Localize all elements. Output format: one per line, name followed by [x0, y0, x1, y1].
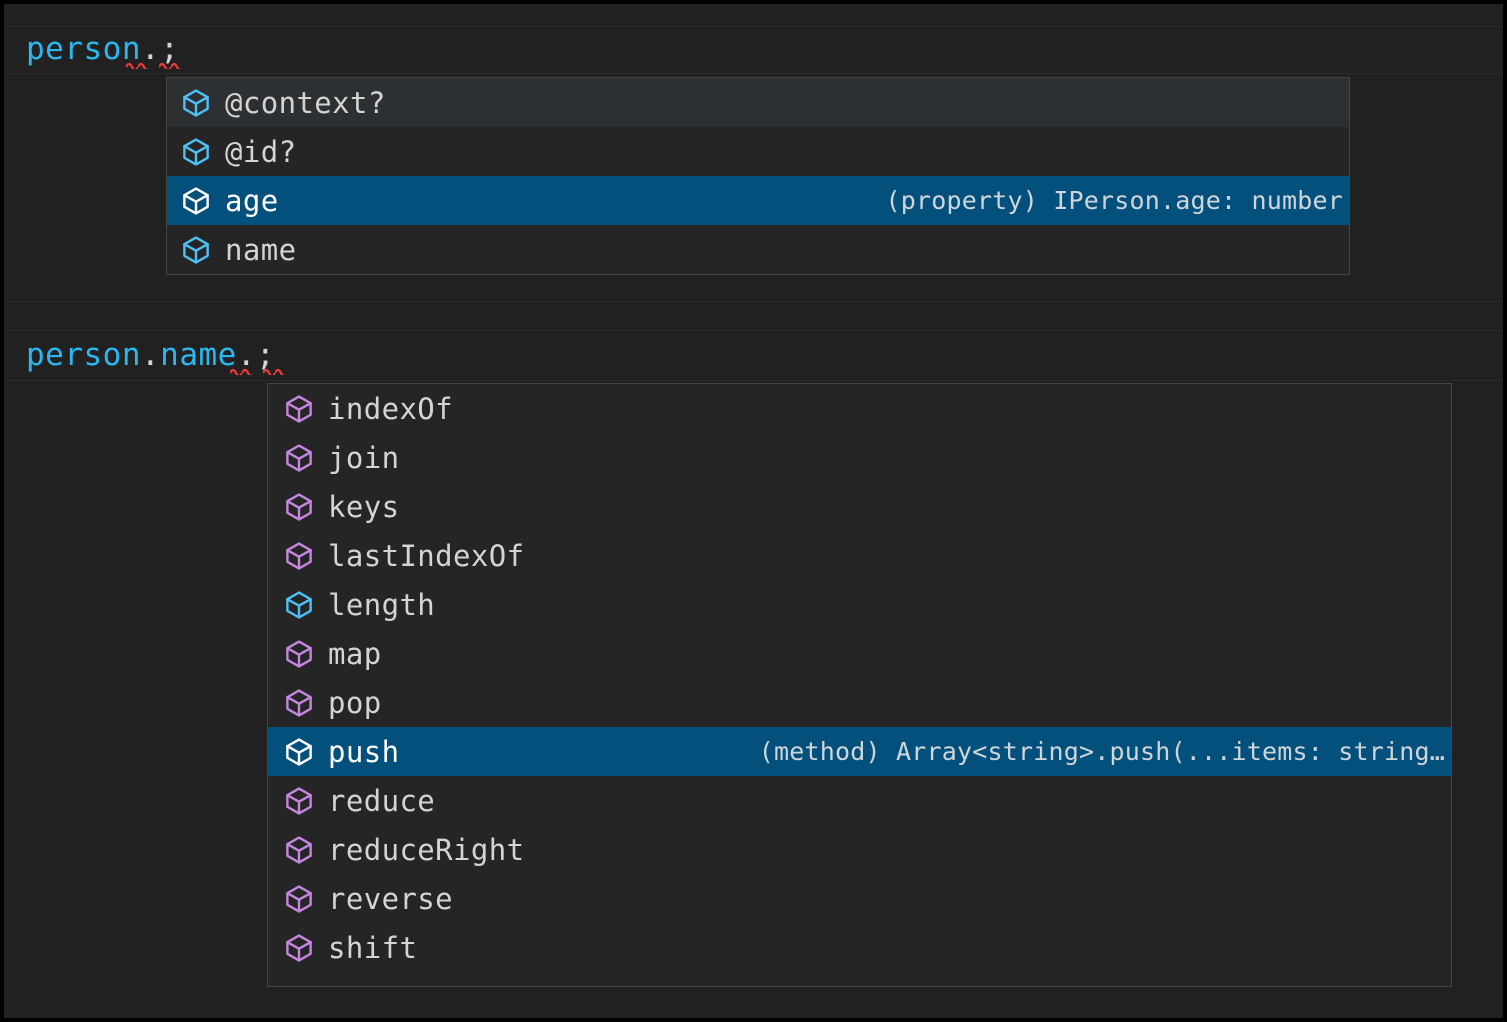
- suggest-item-reverse[interactable]: reverse: [268, 874, 1451, 923]
- editor-divider: [4, 73, 1503, 74]
- suggest-item-id[interactable]: @id?: [167, 127, 1349, 176]
- cube-icon: [286, 394, 312, 423]
- code-token-identifier: person: [26, 337, 141, 373]
- cube-icon: [286, 443, 312, 472]
- editor-divider: [4, 301, 1503, 302]
- suggest-item-label: reverse: [328, 881, 454, 916]
- suggest-item-label: @context?: [225, 85, 386, 120]
- suggest-item-shift[interactable]: shift: [268, 923, 1451, 972]
- suggest-item-detail: (property) IPerson.age: number: [885, 185, 1343, 215]
- suggest-item-indexof[interactable]: indexOf: [268, 384, 1451, 433]
- editor-divider: [4, 380, 1503, 381]
- suggest-item-reduce[interactable]: reduce: [268, 776, 1451, 825]
- suggest-item-label: indexOf: [328, 391, 454, 426]
- suggest-item-pop[interactable]: pop: [268, 678, 1451, 727]
- cube-icon: [286, 590, 312, 619]
- cube-icon: [286, 639, 312, 668]
- cube-icon: [286, 884, 312, 913]
- code-token-punctuation: .;: [236, 337, 276, 373]
- cube-icon: [286, 541, 312, 570]
- suggest-widget-person-name[interactable]: indexOf join keys lastIndexOf length map pop pu…: [267, 383, 1452, 987]
- cube-icon: [183, 186, 209, 215]
- suggest-item-label: length: [328, 587, 436, 622]
- suggest-item-label: reduce: [328, 783, 436, 818]
- suggest-item-label: @id?: [225, 134, 297, 169]
- cube-icon: [286, 688, 312, 717]
- suggest-item-label: lastIndexOf: [328, 538, 525, 573]
- cube-icon: [286, 835, 312, 864]
- cube-icon: [183, 137, 209, 166]
- suggest-item-lastindexof[interactable]: lastIndexOf: [268, 531, 1451, 580]
- editor-divider: [4, 26, 1503, 27]
- code-line-person[interactable]: person.;: [26, 32, 179, 66]
- suggest-item-label: keys: [328, 489, 400, 524]
- editor-divider: [4, 330, 1503, 331]
- error-squiggle: [263, 367, 285, 375]
- cube-icon: [183, 235, 209, 264]
- suggest-item-label: reduceRight: [328, 832, 525, 867]
- error-squiggle: [159, 61, 181, 69]
- error-squiggle: [126, 61, 148, 69]
- suggest-item-age[interactable]: age (property) IPerson.age: number: [167, 176, 1349, 225]
- suggest-item-context[interactable]: @context?: [167, 78, 1349, 127]
- code-token-punctuation: .: [140, 337, 161, 373]
- cube-icon: [286, 933, 312, 962]
- code-token-identifier: name: [160, 337, 237, 373]
- suggest-item-label: map: [328, 636, 382, 671]
- suggest-item-reduceright[interactable]: reduceRight: [268, 825, 1451, 874]
- suggest-item-detail: (method) Array<string>.push(...items: st…: [758, 736, 1445, 766]
- suggest-item-label: name: [225, 232, 297, 267]
- code-token-punctuation: .;: [140, 31, 180, 67]
- suggest-item-label: join: [328, 440, 400, 475]
- cube-icon: [286, 786, 312, 815]
- suggest-widget-person[interactable]: @context? @id? age (property) IPerson.age: …: [166, 77, 1350, 275]
- suggest-item-push[interactable]: push (method) Array<string>.push(...items…: [268, 727, 1451, 776]
- cube-icon: [286, 492, 312, 521]
- code-token-identifier: person: [26, 31, 141, 67]
- suggest-item-label: push: [328, 734, 400, 769]
- suggest-item-label: pop: [328, 685, 382, 720]
- suggest-item-keys[interactable]: keys: [268, 482, 1451, 531]
- suggest-item-label: age: [225, 183, 279, 218]
- suggest-item-map[interactable]: map: [268, 629, 1451, 678]
- suggest-item-name[interactable]: name: [167, 225, 1349, 274]
- code-line-person-name[interactable]: person.name.;: [26, 338, 275, 372]
- cube-icon: [286, 737, 312, 766]
- cube-icon: [183, 88, 209, 117]
- suggest-item-label: shift: [328, 930, 418, 965]
- suggest-item-length[interactable]: length: [268, 580, 1451, 629]
- error-squiggle: [230, 367, 252, 375]
- suggest-item-join[interactable]: join: [268, 433, 1451, 482]
- code-editor[interactable]: person.; person.name.; @context?@id?age(…: [4, 4, 1503, 1018]
